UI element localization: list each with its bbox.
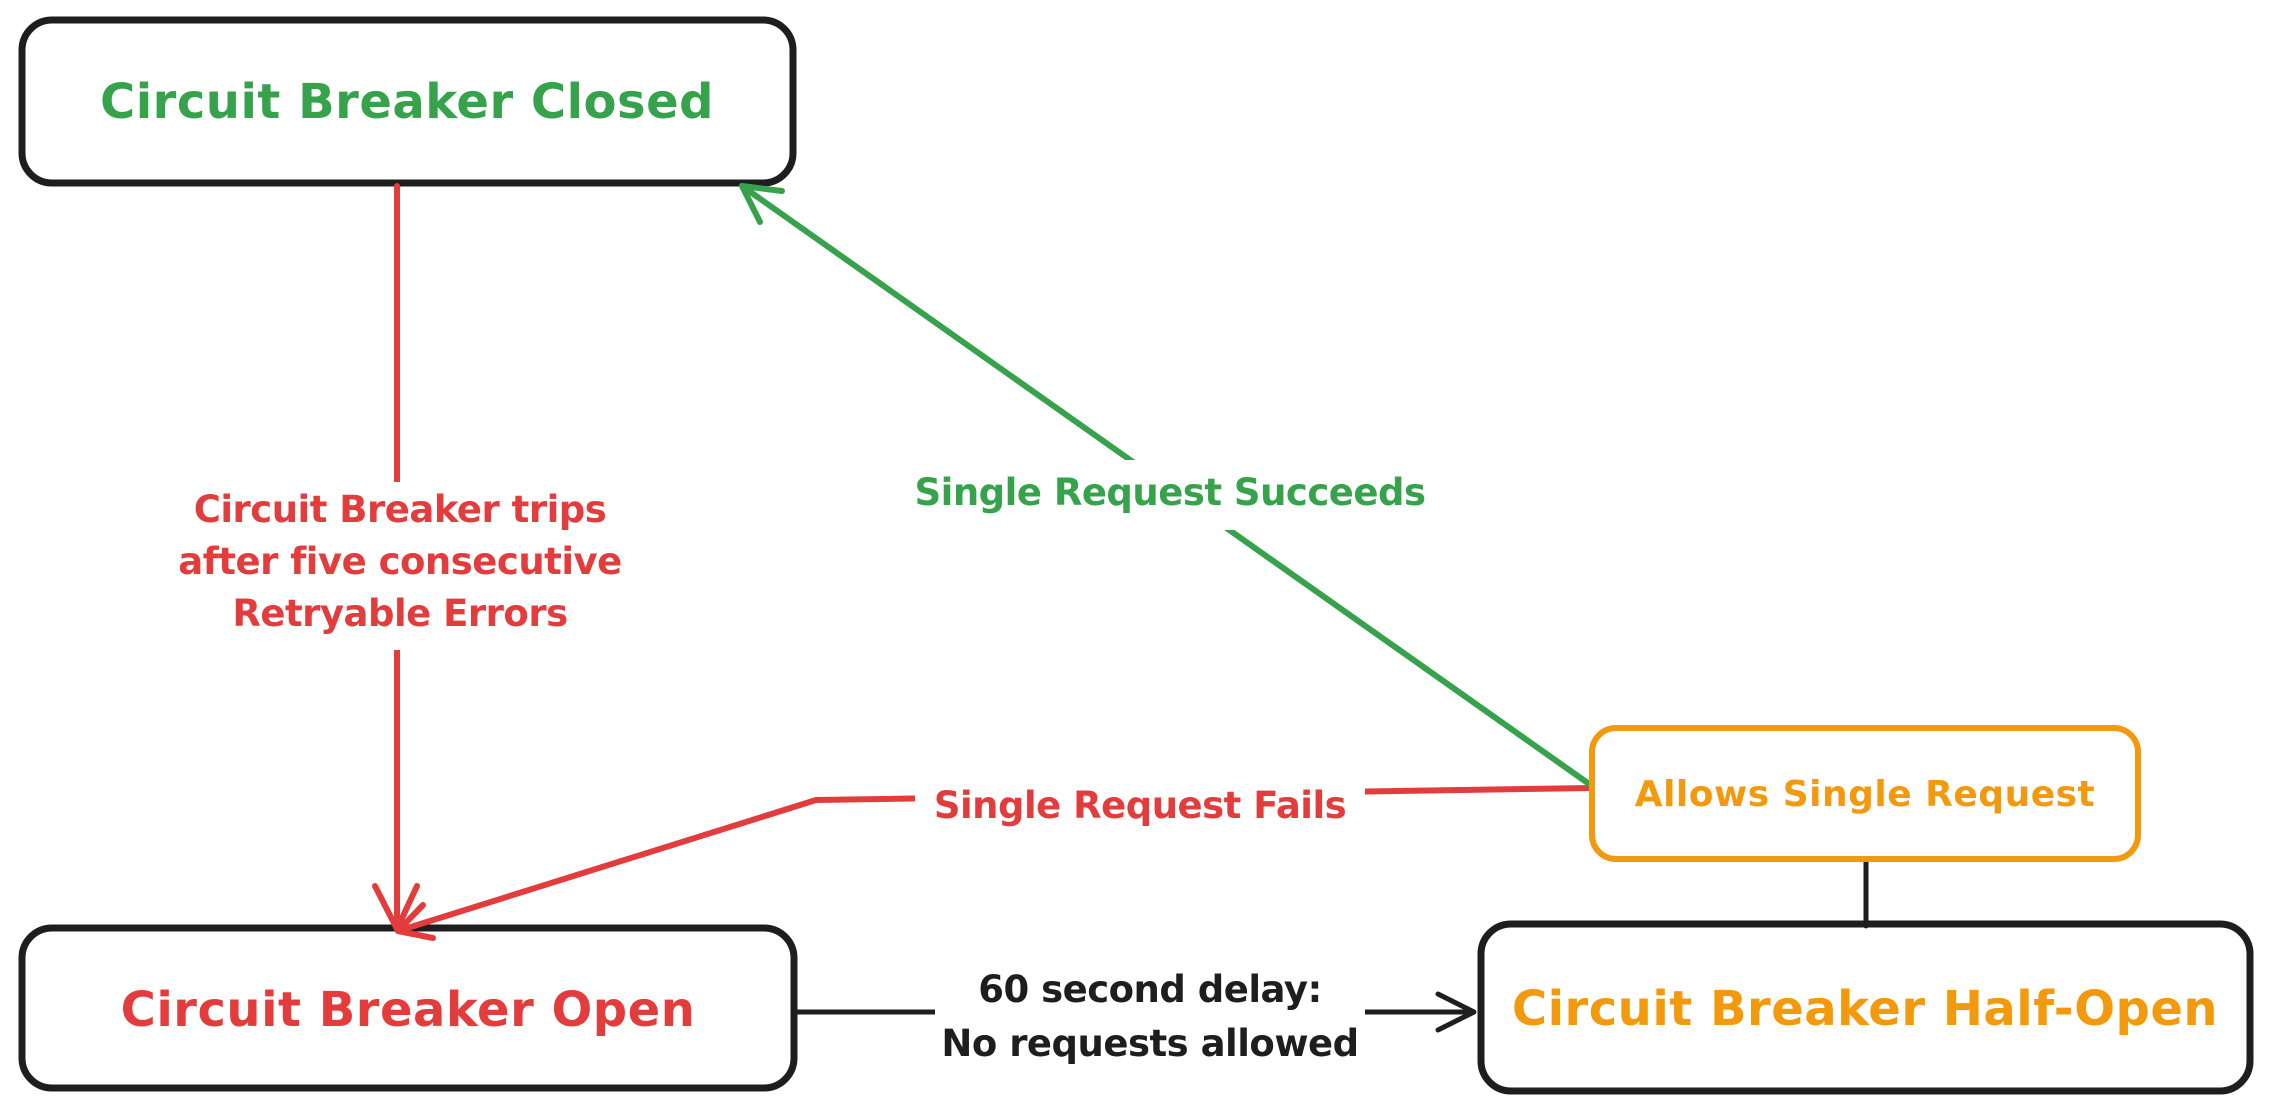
delay-arrowhead-icon [1435,991,1477,1033]
node-circuit-breaker-half-open-label: Circuit Breaker Half-Open [1512,981,2218,1037]
node-allows-single-request: Allows Single Request [1589,725,2141,862]
fails-label-background [915,775,1365,845]
delay-label-background [935,965,1365,1075]
edge-sixty-second-delay: 60 second delay: No requests allowed [793,965,1477,1075]
node-allows-single-request-box [1589,725,2141,862]
node-circuit-breaker-closed-box [18,16,797,187]
delay-label-line-1: 60 second delay: [978,968,1322,1011]
succeeds-label-background [910,460,1430,530]
node-circuit-breaker-half-open: Circuit Breaker Half-Open [1477,920,2254,1095]
edge-circuit-breaker-trips: Circuit Breaker trips after five consecu… [165,183,635,932]
node-allows-single-request-label: Allows Single Request [1635,774,2096,815]
delay-label-line-2: No requests allowed [941,1022,1358,1065]
succeeds-label: Single Request Succeeds [915,471,1426,514]
trip-label-line-1: Circuit Breaker trips [194,488,607,531]
fails-arrowhead-icon [395,902,436,941]
node-circuit-breaker-open-label: Circuit Breaker Open [121,982,696,1038]
node-circuit-breaker-closed: Circuit Breaker Closed [18,16,797,187]
edge-single-request-fails: Single Request Fails [395,775,1595,941]
trip-label-background [165,482,635,650]
trip-label-line-3: Retryable Errors [232,592,567,635]
trip-label-line-2: after five consecutive [178,540,622,583]
edge-single-request-succeeds: Single Request Succeeds [739,183,1595,789]
succeeds-arrowhead-icon [739,183,785,225]
node-circuit-breaker-closed-label: Circuit Breaker Closed [100,74,714,130]
fails-label: Single Request Fails [934,784,1346,827]
node-circuit-breaker-open: Circuit Breaker Open [18,924,798,1092]
